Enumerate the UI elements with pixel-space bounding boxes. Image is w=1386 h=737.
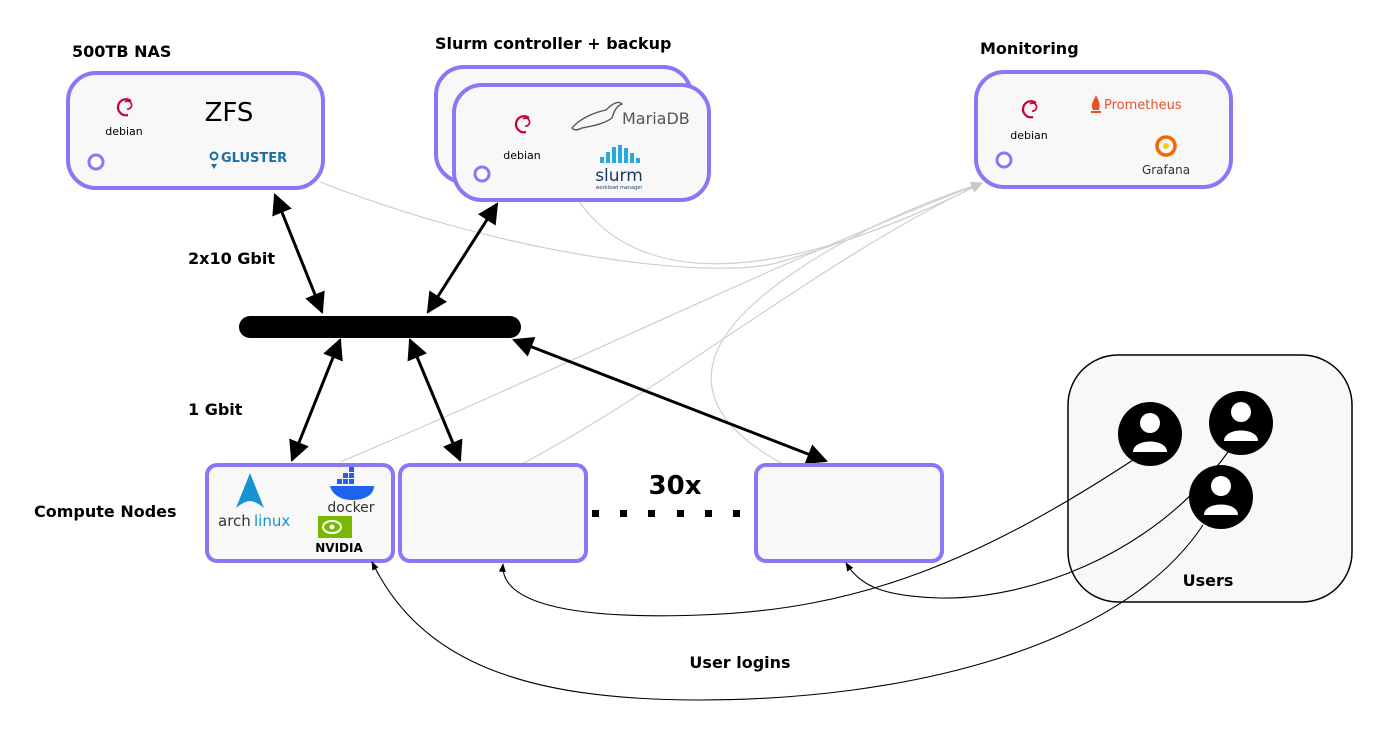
slurm-logo-sub: workload manager [596, 185, 644, 191]
monitoring-box: Monitoring debian Prometheus Grafana [974, 39, 1233, 189]
login-link-node30 [845, 451, 1229, 599]
user-logins-label: User logins [689, 653, 790, 672]
link-nas-switch [272, 193, 325, 314]
slurm-debian-label: debian [503, 149, 541, 162]
nvidia-label: NVIDIA [315, 541, 363, 555]
link-switch-node30 [512, 337, 828, 464]
node-speed-label: 1 Gbit [188, 400, 243, 419]
node-multiplier: 30x [649, 471, 702, 501]
compute-node-30 [754, 463, 944, 563]
nas-status-dot [87, 153, 105, 171]
slurm-status-dot [473, 165, 491, 183]
gluster-label: GLUSTER [221, 151, 287, 166]
slurm-controller-box [452, 83, 711, 202]
link-slurm-switch [426, 202, 499, 314]
arch-icon [236, 473, 264, 508]
link-switch-node2 [407, 338, 463, 462]
prometheus-icon [1091, 95, 1101, 113]
users-box: Users [1067, 354, 1353, 603]
grafana-label: Grafana [1142, 163, 1190, 177]
nas-debian-label: debian [105, 125, 143, 138]
nvidia-icon [318, 516, 352, 538]
monitoring-title: Monitoring [980, 39, 1079, 58]
arch-label-b: linux [254, 512, 290, 530]
debian-icon [514, 115, 531, 134]
monitoring-status-dot [995, 151, 1013, 169]
slurm-box: Slurm controller + backup debian MariaDB… [434, 34, 711, 202]
monitoring-link-node30 [710, 181, 984, 466]
login-link-node2 [498, 459, 1134, 617]
nas-box: 500TB NAS debian ZFS GLUSTER [66, 42, 325, 190]
mariadb-seal-icon [571, 101, 624, 131]
user-login-links [371, 451, 1229, 701]
grafana-icon [1155, 135, 1177, 157]
compute-node-2 [398, 463, 588, 563]
compute-node-1: arch linux docker NVIDIA [205, 463, 395, 563]
monitoring-debian-label: debian [1010, 129, 1048, 142]
mariadb-label: MariaDB [622, 109, 690, 128]
link-switch-node1 [289, 338, 343, 462]
ellipsis-dots [592, 510, 740, 517]
arch-label-a: arch [218, 512, 251, 530]
monitoring-link-slurm [577, 182, 984, 265]
slurm-logo-label: slurm [595, 166, 643, 186]
zfs-label: ZFS [205, 98, 254, 128]
user-avatar-icon [1189, 465, 1253, 529]
monitoring-link-node2 [519, 182, 984, 466]
nas-title: 500TB NAS [72, 42, 171, 61]
compute-title: Compute Nodes [34, 502, 177, 521]
debian-icon [1021, 100, 1038, 119]
docker-label: docker [327, 500, 374, 516]
uplink-speed-label: 2x10 Gbit [188, 249, 275, 268]
debian-icon [116, 98, 133, 117]
slurm-logo-icon [600, 145, 640, 163]
login-link-node1 [371, 524, 1204, 701]
user-avatar-icon [1118, 402, 1182, 466]
prometheus-label: Prometheus [1104, 98, 1182, 113]
gluster-icon [209, 151, 219, 169]
users-title: Users [1183, 571, 1234, 590]
slurm-title: Slurm controller + backup [435, 34, 671, 53]
network-links [272, 193, 828, 464]
user-avatar-icon [1209, 391, 1273, 455]
docker-icon [330, 467, 374, 500]
